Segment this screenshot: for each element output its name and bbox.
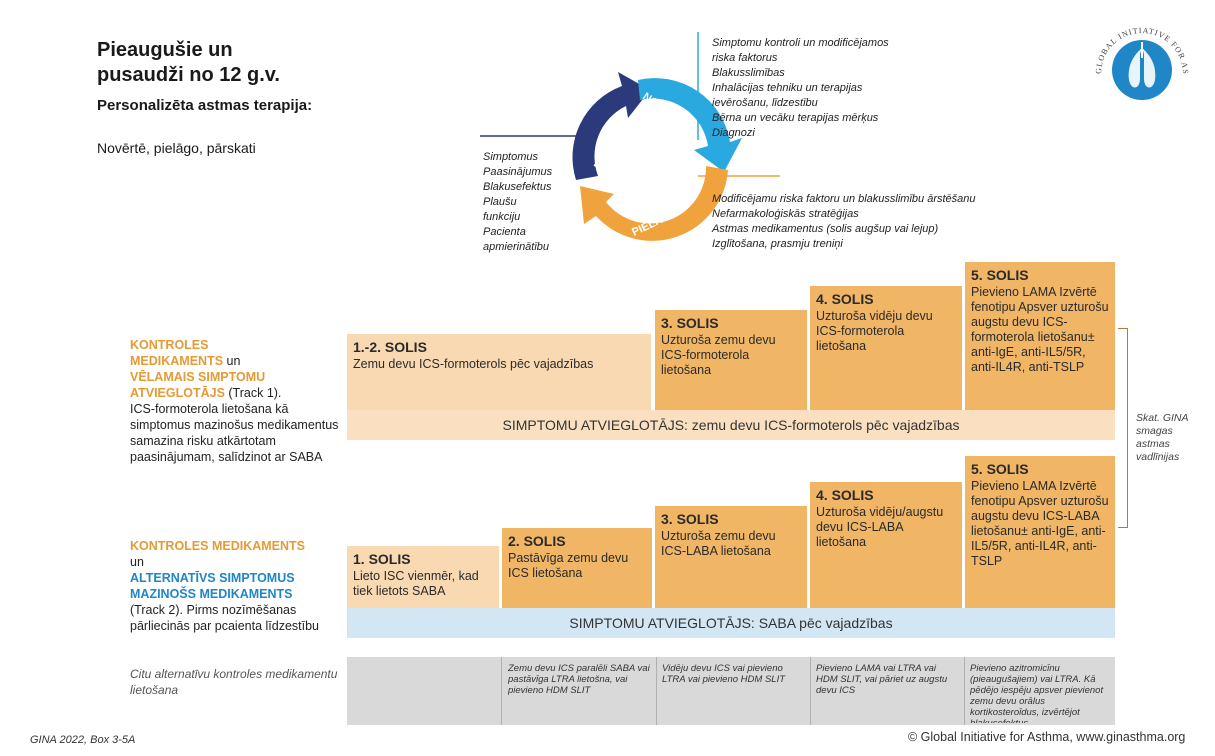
other-option-cell: Zemu devu ICS paralēli SABA vai pastāvīg… [508,663,650,696]
copyright-text: © Global Initiative for Asthma, www.gina… [908,730,1186,744]
assess-item: ievērošanu, līdzestību [712,97,818,109]
step-title: 3. SOLIS [661,315,719,331]
review-item: Pacienta [483,226,526,238]
track1-medication-label: MEDIKAMENTS [130,354,224,368]
step-title: 2. SOLIS [508,533,566,549]
other-options-divider [964,657,965,725]
step-body: Uzturoša vidēju/augstu devu ICS-LABA lie… [816,505,944,549]
step-body: Pievieno LAMA Izvērtē fenotipu Apsver uz… [971,479,1109,568]
other-options-band [347,657,1115,725]
review-item: apmierinātību [483,241,550,253]
step-body: Uzturoša zemu devu ICS-LABA lietošana [661,529,776,558]
review-item: funkciju [483,211,521,223]
other-option-cell: Vidēju devu ICS vai pievieno LTRA vai pi… [662,663,786,685]
track1-controller-label: KONTROLES [130,338,209,352]
step-body: Pievieno LAMA Izvērtē fenotipu Apsver uz… [971,285,1109,374]
step-body: Uzturoša vidēju devu ICS-formoterola lie… [816,309,933,353]
other-option-cell: Pievieno LAMA vai LTRA vai HDM SLIT, vai… [816,663,948,696]
track1-step-1-2: 1.-2. SOLIS Zemu devu ICS-formoterols pē… [347,334,651,410]
step-body: Pastāvīga zemu devu ICS lietošana [508,551,629,580]
adjust-item: Modificējamu riska faktoru un blakusslim… [712,193,976,205]
step-title: 4. SOLIS [816,487,874,503]
review-item: Blakusefektus [483,181,552,193]
title-line-2: pusaudži no 12 g.v. [97,64,280,86]
adjust-item: Nefarmakoloģiskās stratēģijas [712,208,859,220]
review-items-list: Simptomus Paasinājumus Blakusefektus Pla… [483,150,593,255]
assess-item: Blakusslimības [712,67,785,79]
track2-step-4: 4. SOLIS Uzturoša vidēju/augstu devu ICS… [810,482,962,608]
track2-controller-label: KONTROLES MEDIKAMENTS [130,539,305,553]
track2-label: KONTROLES MEDIKAMENTS un ALTERNATĪVS SIM… [130,538,340,634]
other-option-cell [352,663,496,723]
page-subsubtitle: Novērtē, pielāgo, pārskati [97,140,256,156]
title-line-1: Pieaugušie un [97,39,233,61]
severe-asthma-bracket [1118,328,1128,528]
review-item: Plaušu [483,196,517,208]
page-title: Pieaugušie un pusaudži no 12 g.v. [97,38,357,88]
other-options-divider [501,657,502,725]
other-options-divider [656,657,657,725]
adjust-item: Izglītošana, prasmju treniņi [712,238,843,250]
track1-reliever-label: ATVIEGLOTĀJS [130,386,225,400]
review-item: Simptomus [483,151,539,163]
track1-step-5: 5. SOLIS Pievieno LAMA Izvērtē fenotipu … [965,262,1115,410]
step-title: 3. SOLIS [661,511,719,527]
track1-label: KONTROLES MEDIKAMENTS un VĒLAMAIS SIMPTO… [130,337,340,465]
review-arrow [572,72,650,180]
track1-and: un [223,354,241,368]
track1-preferred-label: VĒLAMAIS SIMPTOMU [130,370,266,384]
step-body: Zemu devu ICS-formoterols pēc vajadzības [353,357,594,371]
track1-description: ICS-formoterola lietošana kā simptomus m… [130,402,339,464]
source-citation: GINA 2022, Box 3-5A [30,734,136,746]
track1-step-4: 4. SOLIS Uzturoša vidēju devu ICS-formot… [810,286,962,410]
step-title: 5. SOLIS [971,267,1029,283]
track2-reliever-label: MAZINOŠS MEDIKAMENTS [130,587,293,601]
track2-step-5: 5. SOLIS Pievieno LAMA Izvērtē fenotipu … [965,456,1115,608]
track1-track-tag: (Track 1). [224,386,282,400]
severe-asthma-note: Skat. GINA smagas astmas vadlīnijas [1136,412,1189,463]
assess-item: Diagnozi [712,127,755,139]
track2-description: (Track 2). Pirms nozīmēšanas pārliecinās… [130,603,320,633]
adjust-arrow [580,166,728,241]
assess-item: Simptomu kontroli un modificējamos [712,37,889,49]
track2-and: un [130,555,144,569]
review-item: Paasinājumus [483,166,553,178]
track2-alternative-label: ALTERNATĪVS SIMPTOMUS [130,571,295,585]
track1-step-3: 3. SOLIS Uzturoša zemu devu ICS-formoter… [655,310,807,410]
other-options-divider [810,657,811,725]
step-title: 5. SOLIS [971,461,1029,477]
other-options-label: Citu alternatīvu kontroles medikamentu l… [130,667,338,697]
assess-arrow [638,78,742,172]
track2-reliever-bar: SIMPTOMU ATVIEGLOTĀJS: SABA pēc vajadzīb… [347,608,1115,638]
gina-logo-icon: GLOBAL INITIATIVE FOR ASTHMA [1087,14,1189,100]
step-body: Lieto ISC vienmēr, kad tiek lietots SABA [353,569,479,598]
step-title: 1.-2. SOLIS [353,339,427,355]
assess-items-list: Simptomu kontroli un modificējamos riska… [712,36,1012,141]
assess-item: Inhalācijas tehniku un terapijas [712,82,863,94]
assess-item: riska faktorus [712,52,778,64]
step-title: 4. SOLIS [816,291,874,307]
adjust-items-list: Modificējamu riska faktoru un blakusslim… [712,192,1032,252]
other-option-cell: Pievieno azitromicīnu (pieaugušajiem) va… [970,663,1104,723]
assess-item: Bērna un vecāku terapijas mērķus [712,112,879,124]
track1-reliever-bar: SIMPTOMU ATVIEGLOTĀJS: zemu devu ICS-for… [347,410,1115,440]
adjust-item: Astmas medikamentus (solis augšup vai le… [712,223,939,235]
page-subtitle: Personalizēta astmas terapija: [97,97,313,114]
track2-step-3: 3. SOLIS Uzturoša zemu devu ICS-LABA lie… [655,506,807,608]
assess-adjust-review-cycle: PĀRSKATI NOVĒRTĒ PIELĀGO [480,32,780,241]
track2-step-1: 1. SOLIS Lieto ISC vienmēr, kad tiek lie… [347,546,499,608]
step-title: 1. SOLIS [353,551,411,567]
track2-step-2: 2. SOLIS Pastāvīga zemu devu ICS lietoša… [502,528,652,608]
step-body: Uzturoša zemu devu ICS-formoterola lieto… [661,333,776,377]
